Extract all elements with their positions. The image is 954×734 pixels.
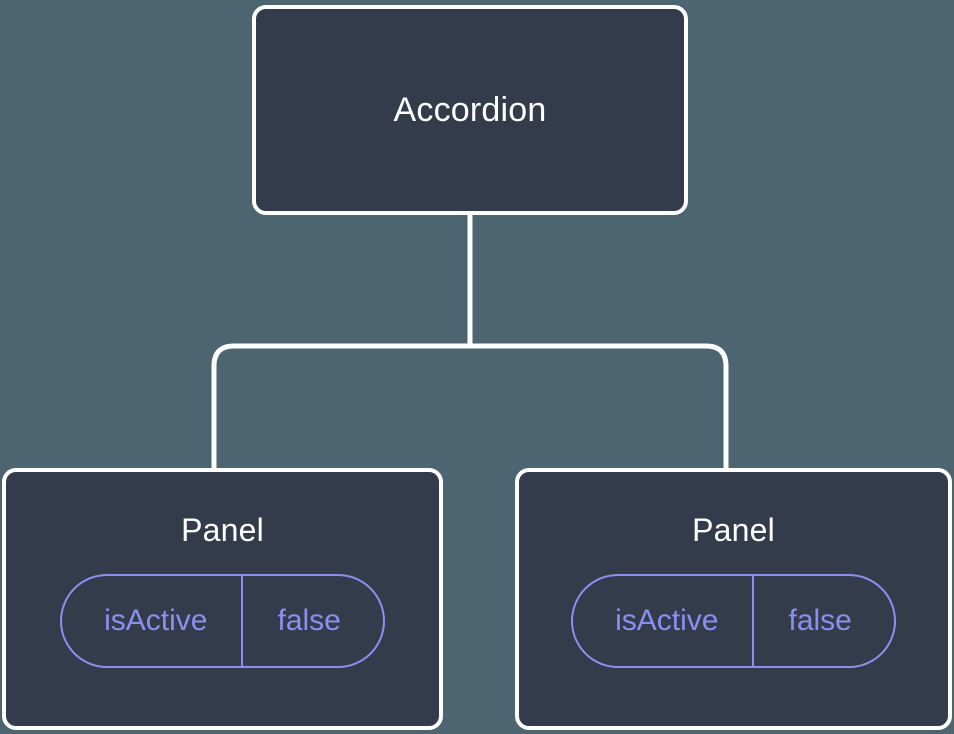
node-panel-1[interactable]: Panel isActive false — [2, 468, 443, 730]
node-panel-2[interactable]: Panel isActive false — [515, 468, 952, 730]
node-accordion[interactable]: Accordion — [252, 5, 688, 215]
prop-key: isActive — [104, 604, 208, 637]
prop-value: false — [241, 576, 382, 666]
connector-branch-right — [470, 343, 729, 470]
prop-key: isActive — [615, 604, 719, 637]
prop-badge-isactive-2[interactable]: isActive false — [571, 574, 896, 668]
prop-badge-isactive-1[interactable]: isActive false — [60, 574, 385, 668]
node-accordion-label: Accordion — [393, 91, 547, 129]
node-panel-1-label: Panel — [181, 512, 264, 548]
connector-branch-left — [211, 343, 470, 470]
prop-value: false — [752, 576, 893, 666]
node-panel-2-label: Panel — [692, 512, 775, 548]
